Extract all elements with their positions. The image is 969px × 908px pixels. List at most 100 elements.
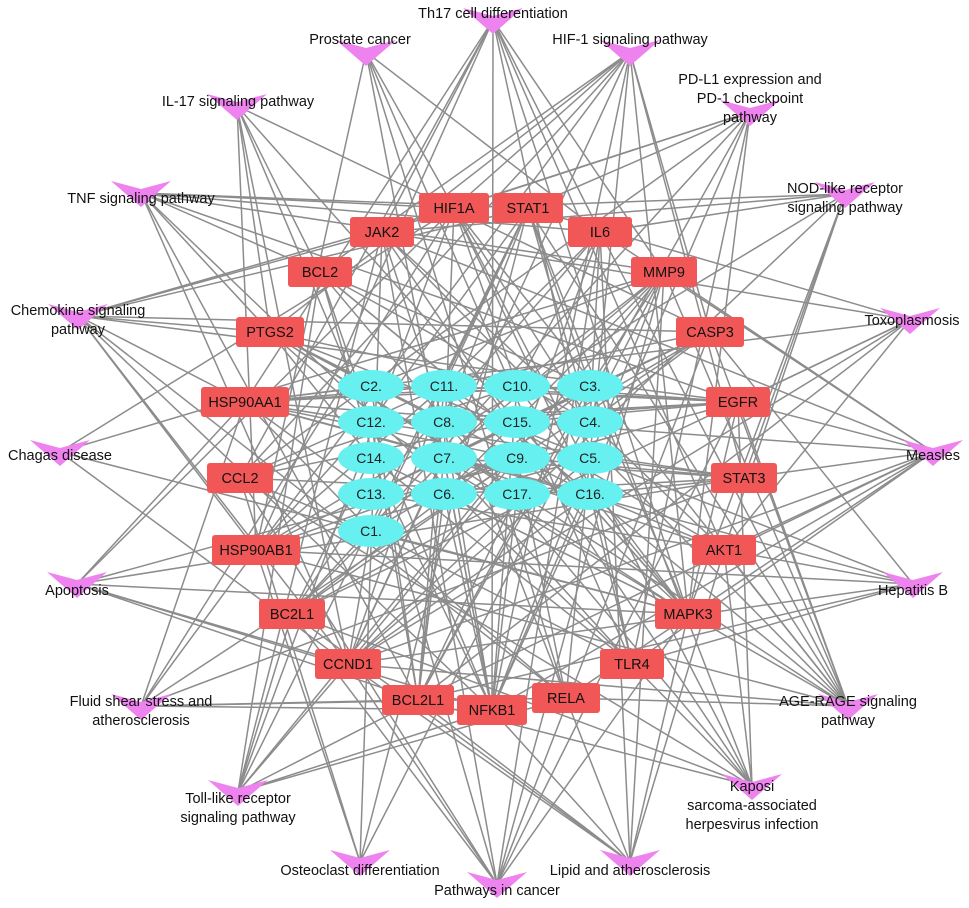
target-node-t_bcl2[interactable]: BCL2 [288, 257, 352, 287]
compound-ellipse [484, 406, 550, 438]
compound-target-edge [239, 385, 445, 479]
pathway-marker [720, 100, 780, 126]
compound-node-c12[interactable]: C12. [338, 406, 404, 438]
pathway-target-edge [347, 663, 498, 885]
target-label: AKT1 [706, 543, 742, 559]
pathway-label-line: Osteoclast differentiation [280, 863, 439, 879]
pathway-node-p_prostate[interactable]: Prostate cancer [309, 32, 411, 66]
pathway-node-p_lipid[interactable]: Lipid and atherosclerosis [550, 850, 710, 879]
compound-node-c10[interactable]: C10. [484, 370, 550, 402]
compound-node-c9[interactable]: C9. [484, 442, 550, 474]
compound-label: C11. [430, 378, 459, 394]
target-rect [201, 387, 289, 417]
target-rect [288, 257, 352, 287]
target-node-t_ccnd1[interactable]: CCND1 [315, 649, 381, 679]
compound-node-c4[interactable]: C4. [557, 406, 623, 438]
compound-node-c3[interactable]: C3. [557, 370, 623, 402]
pathway-node-p_chagas[interactable]: Chagas disease [8, 440, 112, 466]
pathway-marker [463, 8, 523, 34]
pathway-node-p_toxo[interactable]: Toxoplasmosis [864, 308, 960, 334]
compound-node-c2[interactable]: C2. [338, 370, 404, 402]
pathway-node-p_apoptosis[interactable]: Apoptosis [45, 572, 109, 599]
pathway-target-edge [255, 19, 494, 551]
pathway-label: Lipid and atherosclerosis [550, 863, 710, 879]
target-node-t_bc2l1[interactable]: BC2L1 [259, 599, 325, 629]
target-node-t_tlr4[interactable]: TLR4 [600, 649, 664, 679]
compound-target-edge [370, 530, 567, 699]
target-node-t_akt1[interactable]: AKT1 [692, 535, 756, 565]
target-label: BCL2 [302, 265, 338, 281]
pathway-target-edge [365, 51, 633, 665]
compound-node-c8[interactable]: C8. [411, 406, 477, 438]
compound-node-c5[interactable]: C5. [557, 442, 623, 474]
pathway-target-edge [237, 699, 419, 793]
pathway-node-p_th17[interactable]: Th17 cell differentiation [418, 6, 568, 34]
compound-ellipse [411, 406, 477, 438]
target-node-t_rela[interactable]: RELA [532, 683, 600, 713]
compound-node-c6[interactable]: C6. [411, 478, 477, 510]
pathway-target-edge [77, 231, 383, 317]
target-label: HSP90AB1 [219, 543, 292, 559]
pathway-target-edge [737, 401, 849, 707]
compound-ellipse [338, 515, 404, 547]
pathway-node-p_osteo[interactable]: Osteoclast differentiation [280, 850, 440, 879]
compound-node-c7[interactable]: C7. [411, 442, 477, 474]
target-label: MMP9 [643, 265, 685, 281]
target-node-t_ccl2[interactable]: CCL2 [207, 463, 273, 493]
pathway-node-p_hepb[interactable]: Hepatitis B [878, 572, 948, 599]
pathway-node-p_il17[interactable]: IL-17 signaling pathway [162, 94, 315, 120]
pathway-label: Toxoplasmosis [864, 313, 959, 329]
target-node-t_hsp90aa1[interactable]: HSP90AA1 [201, 387, 289, 417]
compound-target-edge [417, 385, 591, 701]
compound-node-c1[interactable]: C1. [338, 515, 404, 547]
target-node-t_egfr[interactable]: EGFR [706, 387, 770, 417]
target-node-t_hsp90ab1[interactable]: HSP90AB1 [212, 535, 300, 565]
target-node-t_hif1a[interactable]: HIF1A [419, 193, 489, 223]
pathway-node-p_measles[interactable]: Measles [903, 440, 963, 466]
compound-target-edge [516, 457, 745, 479]
target-node-t_il6[interactable]: IL6 [568, 217, 632, 247]
compound-label: C17. [502, 486, 532, 502]
target-node-t_stat3[interactable]: STAT3 [711, 463, 777, 493]
target-node-t_ptgs2[interactable]: PTGS2 [236, 317, 304, 347]
pathway-label-line: Prostate cancer [309, 32, 411, 48]
target-node-t_casp3[interactable]: CASP3 [676, 317, 744, 347]
pathway-target-edge [140, 192, 419, 701]
pathway-target-edge [140, 192, 271, 333]
target-node-t_stat1[interactable]: STAT1 [493, 193, 563, 223]
compound-node-c11[interactable]: C11. [411, 370, 477, 402]
pathway-marker [208, 780, 268, 806]
pathway-target-edge [255, 549, 914, 585]
compound-node-c14[interactable]: C14. [338, 442, 404, 474]
pathway-target-edge [737, 401, 934, 453]
compound-node-c17[interactable]: C17. [484, 478, 550, 510]
compound-node-c15[interactable]: C15. [484, 406, 550, 438]
compound-node-c16[interactable]: C16. [557, 478, 623, 510]
compound-node-c13[interactable]: C13. [338, 478, 404, 510]
target-node-t_mmp9[interactable]: MMP9 [631, 257, 697, 287]
pathway-target-edge [599, 193, 846, 233]
target-node-t_nfkb1[interactable]: NFKB1 [457, 695, 527, 725]
pathway-node-p_cancer[interactable]: Pathways in cancer [434, 872, 560, 899]
compound-target-edge [443, 493, 689, 615]
compound-ellipse [338, 478, 404, 510]
target-node-t_mapk3[interactable]: MAPK3 [655, 599, 721, 629]
pathway-target-edge [76, 401, 246, 585]
pathway-target-edge [381, 231, 498, 885]
pathway-node-p_tnf[interactable]: TNF signaling pathway [67, 181, 215, 207]
pathway-marker [111, 181, 171, 207]
target-node-t_jak2[interactable]: JAK2 [350, 217, 414, 247]
pathway-node-p_hif1[interactable]: HIF-1 signaling pathway [552, 32, 709, 66]
target-node-t_bcl2l1[interactable]: BCL2L1 [382, 685, 454, 715]
pathway-target-edge [723, 549, 849, 707]
